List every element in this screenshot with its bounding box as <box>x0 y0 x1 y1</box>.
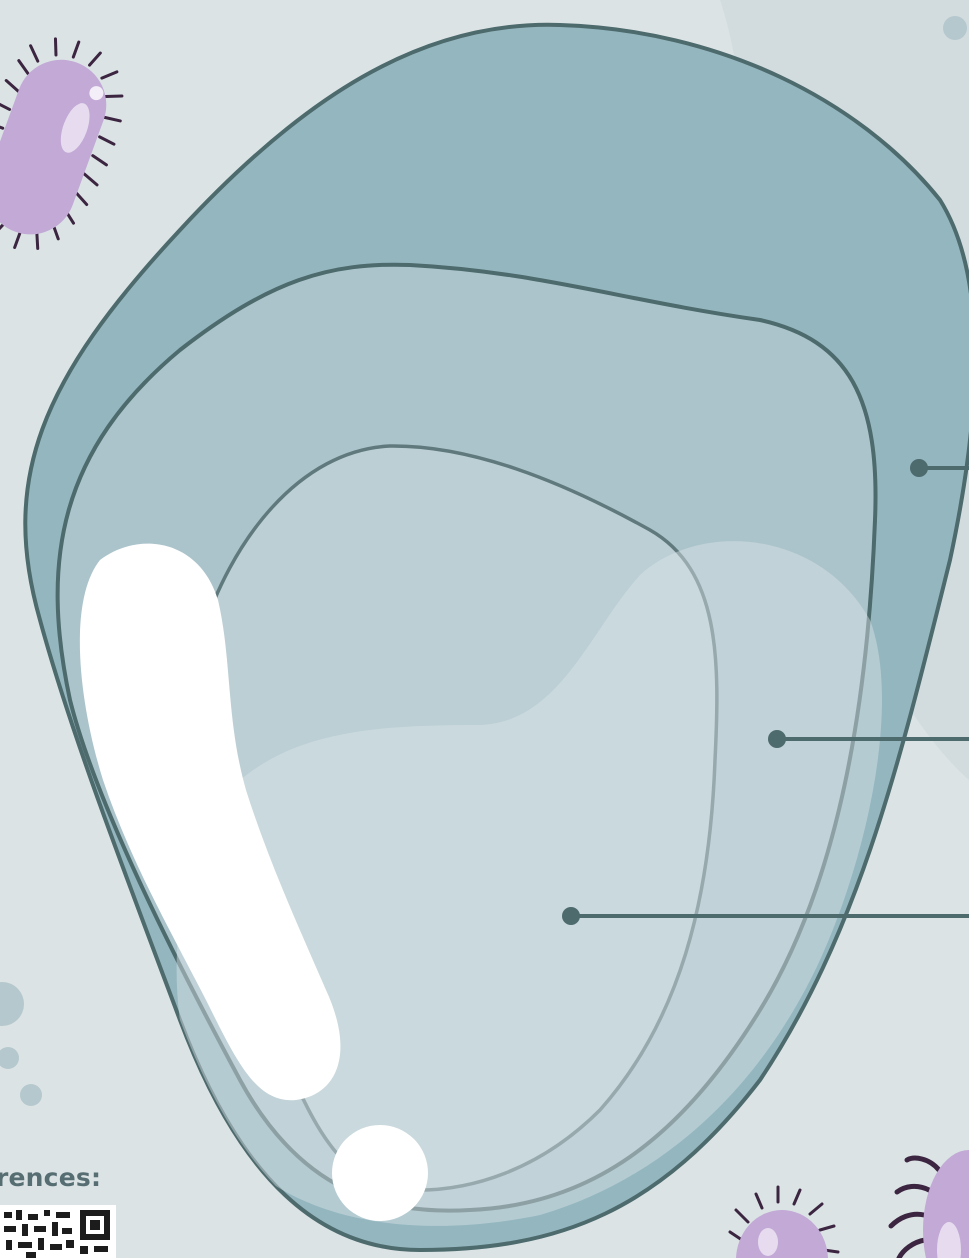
references-label: rences: <box>0 1163 101 1192</box>
decor-dot <box>20 1084 42 1106</box>
decor-dot <box>943 16 967 40</box>
qr-code-icon <box>0 1205 116 1258</box>
